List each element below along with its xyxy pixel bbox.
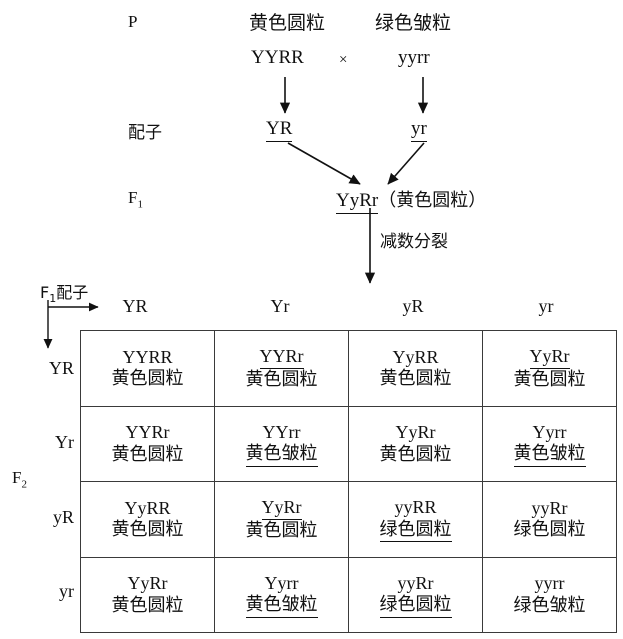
punnett-cell-1-2: YyRr 黄色圆粒 <box>348 405 483 482</box>
cell-phenotype: 黄色圆粒 <box>513 368 586 390</box>
gamete-left-wrap: YR <box>266 118 293 142</box>
punnett-cell-1-1: YYrr 黄色皱粒 <box>214 405 349 482</box>
axis-label-tail: 配子 <box>56 283 89 302</box>
cell-phenotype: 黄色皱粒 <box>483 443 616 467</box>
cell-genotype: Yyrr <box>532 421 567 442</box>
punnett-cell-3-3: yyrr 绿色皱粒 <box>482 556 617 633</box>
parent-left-genotype: YYRR <box>251 47 304 68</box>
cell-phenotype: 黄色圆粒 <box>111 594 184 616</box>
cell-phenotype: 绿色圆粒 <box>513 519 586 541</box>
punnett-cell-2-2: yyRR 绿色圆粒 <box>348 481 483 558</box>
punnett-cell-1-3: Yyrr 黄色皱粒 <box>482 405 617 482</box>
cell-phenotype: 绿色皱粒 <box>513 594 586 616</box>
f1-genotype: YyRr <box>336 190 379 214</box>
cell-genotype: Yyrr <box>264 572 299 593</box>
f1-subscript: 1 <box>137 198 143 211</box>
parent-right-genotype: yyrr <box>398 47 430 68</box>
punnett-cell-2-0: YyRR 黄色圆粒 <box>80 481 215 558</box>
cell-phenotype: 绿色圆粒 <box>349 519 482 543</box>
stage-label-gametes: 配子 <box>128 123 162 142</box>
punnett-cell-3-0: YyRr 黄色圆粒 <box>80 556 215 633</box>
punnett-cell-3-2: yyRr 绿色圆粒 <box>348 556 483 633</box>
cell-genotype: yyRR <box>394 497 437 518</box>
gamete-right-wrap: yr <box>411 118 427 142</box>
table-row: YYRr 黄色圆粒 YYrr 黄色皱粒 YyRr 黄色圆粒 Yyrr 黄色皱粒 <box>80 405 617 482</box>
cell-phenotype: 黄色圆粒 <box>379 368 452 390</box>
punnett-cell-1-0: YYRr 黄色圆粒 <box>80 405 215 482</box>
cell-genotype: YYrr <box>262 421 301 442</box>
axis-label-letter: F <box>40 283 50 302</box>
cell-phenotype: 黄色圆粒 <box>245 368 318 390</box>
gamete-right: yr <box>411 118 427 142</box>
column-header-3: yr <box>538 296 554 316</box>
cell-genotype: YYRr <box>215 345 348 369</box>
cell-phenotype: 黄色皱粒 <box>215 594 348 618</box>
column-header-2: yR <box>402 296 424 316</box>
cell-genotype: YyRR <box>124 497 171 518</box>
row-header-2: yR <box>52 507 74 527</box>
punnett-cell-2-3: yyRr 绿色圆粒 <box>482 481 617 558</box>
cell-phenotype: 黄色皱粒 <box>215 443 348 467</box>
cell-genotype: YyRr <box>483 345 616 369</box>
cell-genotype: YyRr <box>395 422 436 443</box>
cell-genotype: YyRr <box>215 496 348 520</box>
parent-left-phenotype: 黄色圆粒 <box>249 12 326 34</box>
stage-label-f2: F2 <box>12 468 27 490</box>
f2-letter: F <box>12 468 22 487</box>
cell-genotype: yyRr <box>397 572 434 593</box>
table-row: YyRR 黄色圆粒 YyRr 黄色圆粒 yyRR 绿色圆粒 yyRr 绿色圆粒 <box>80 481 617 558</box>
row-header-1: Yr <box>55 432 74 452</box>
f1-row: YyRr（黄色圆粒） <box>336 186 486 214</box>
gamete-left: YR <box>266 118 293 142</box>
cell-phenotype: 绿色圆粒 <box>349 594 482 618</box>
cell-phenotype: 黄色圆粒 <box>245 519 318 541</box>
f2-subscript: 2 <box>21 478 27 491</box>
axis-label-subscript: 1 <box>49 292 57 306</box>
table-row: YyRr 黄色圆粒 Yyrr 黄色皱粒 yyRr 绿色圆粒 yyrr 绿色皱粒 <box>80 556 617 633</box>
cell-phenotype: 黄色圆粒 <box>379 443 452 465</box>
cell-phenotype: 黄色圆粒 <box>111 519 184 541</box>
stage-label-p: P <box>128 12 138 31</box>
row-header-3: yr <box>59 581 74 601</box>
punnett-square-table: YYRR 黄色圆粒 YYRr 黄色圆粒 YyRR 黄色圆粒 YyRr 黄色圆粒 <box>80 330 617 633</box>
cell-genotype: YYRr <box>125 422 170 443</box>
meiosis-label: 减数分裂 <box>380 232 448 252</box>
cell-phenotype: 黄色圆粒 <box>111 368 184 390</box>
cell-genotype: yyrr <box>534 573 565 594</box>
cell-genotype: YYRR <box>122 346 173 367</box>
stage-label-f1: F1 <box>128 188 143 210</box>
row-header-0: YR <box>48 358 74 378</box>
f1-gametes-axis-label: F1配子 <box>40 279 88 305</box>
punnett-cell-3-1: Yyrr 黄色皱粒 <box>214 556 349 633</box>
cross-symbol: × <box>339 52 348 68</box>
f1-phenotype: （黄色圆粒） <box>378 190 487 211</box>
punnett-cell-2-1: YyRr 黄色圆粒 <box>214 481 349 558</box>
punnett-body: YYRR 黄色圆粒 YYRr 黄色圆粒 YyRR 黄色圆粒 YyRr 黄色圆粒 <box>80 330 617 633</box>
cell-phenotype: 黄色圆粒 <box>111 443 184 465</box>
cell-genotype: YyRr <box>127 573 168 594</box>
cell-genotype: yyRr <box>531 497 568 518</box>
table-row: YYRR 黄色圆粒 YYRr 黄色圆粒 YyRR 黄色圆粒 YyRr 黄色圆粒 <box>80 330 617 407</box>
column-header-0: YR <box>122 296 148 316</box>
cell-genotype: YyRR <box>392 346 439 367</box>
punnett-cell-0-3: YyRr 黄色圆粒 <box>482 330 617 407</box>
punnett-cell-0-0: YYRR 黄色圆粒 <box>80 330 215 407</box>
punnett-cell-0-2: YyRR 黄色圆粒 <box>348 330 483 407</box>
column-header-1: Yr <box>270 296 290 316</box>
punnett-cell-0-1: YYRr 黄色圆粒 <box>214 330 349 407</box>
parent-right-phenotype: 绿色皱粒 <box>375 12 452 34</box>
f1-letter: F <box>128 188 138 207</box>
